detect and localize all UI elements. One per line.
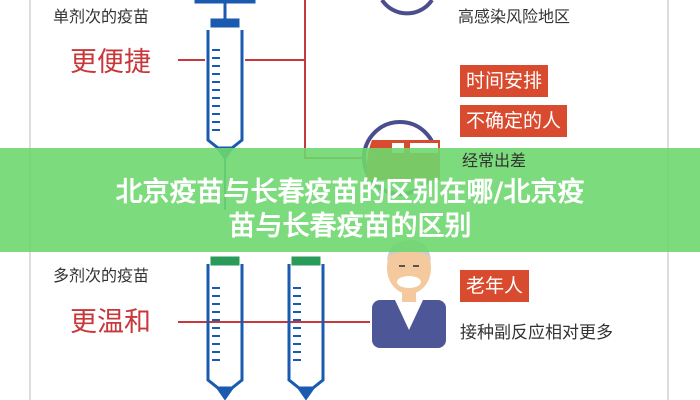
syringe-icon xyxy=(287,256,325,400)
side-effects-note: 接种副反应相对更多 xyxy=(460,323,613,343)
title-line-1: 北京疫苗与长春疫苗的区别在哪/北京疫 xyxy=(115,177,585,208)
elderly-person-icon xyxy=(372,240,446,348)
syringe-icon xyxy=(206,256,244,400)
convenient-highlight: 更便捷 xyxy=(70,47,151,78)
business-travel-text: 经常出差 xyxy=(462,151,527,170)
circle-icon xyxy=(380,0,434,16)
schedule-tag: 时间安排 xyxy=(460,65,549,97)
gentle-highlight: 更温和 xyxy=(70,307,151,338)
title-banner: 北京疫苗与长春疫苗的区别在哪/北京疫 苗与长春疫苗的区别 xyxy=(0,148,700,252)
multi-dose-label: 多剂次的疫苗 xyxy=(53,266,150,285)
title-line-2: 苗与长春疫苗的区别 xyxy=(228,211,472,242)
uncertain-people-tag: 不确定的人 xyxy=(460,105,568,137)
high-risk-area-text: 高感染风险地区 xyxy=(458,7,571,26)
single-dose-label: 单剂次的疫苗 xyxy=(53,7,150,26)
elderly-tag: 老年人 xyxy=(460,270,530,302)
